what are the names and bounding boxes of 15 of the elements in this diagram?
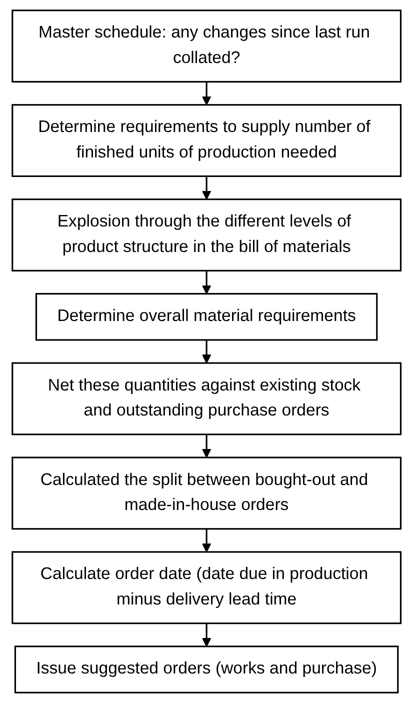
arrow [202, 528, 212, 552]
node-box: Issue suggested orders (works and purchase) [14, 646, 400, 694]
arrow [202, 434, 212, 458]
node-box: Determine requirements to supply number of finished units of production needed [12, 104, 402, 177]
arrow [202, 340, 212, 364]
node-box: Determine overall material requirements [36, 292, 378, 341]
node-box: Net these quantities against existing stock and outstanding purchase orders [12, 362, 402, 436]
arrow [202, 82, 212, 106]
node-box: Master schedule: any changes since last run collated? [12, 10, 402, 83]
arrow [202, 623, 212, 647]
arrow [202, 270, 212, 294]
node-box: Explosion through the different levels of product structure in the bill of materials [12, 198, 402, 272]
node-box: Calculated the split between bought-out and made-in-house orders [12, 456, 402, 530]
node-box: Calculate order date (date due in production minus delivery lead time [12, 551, 402, 624]
arrow [202, 176, 212, 200]
